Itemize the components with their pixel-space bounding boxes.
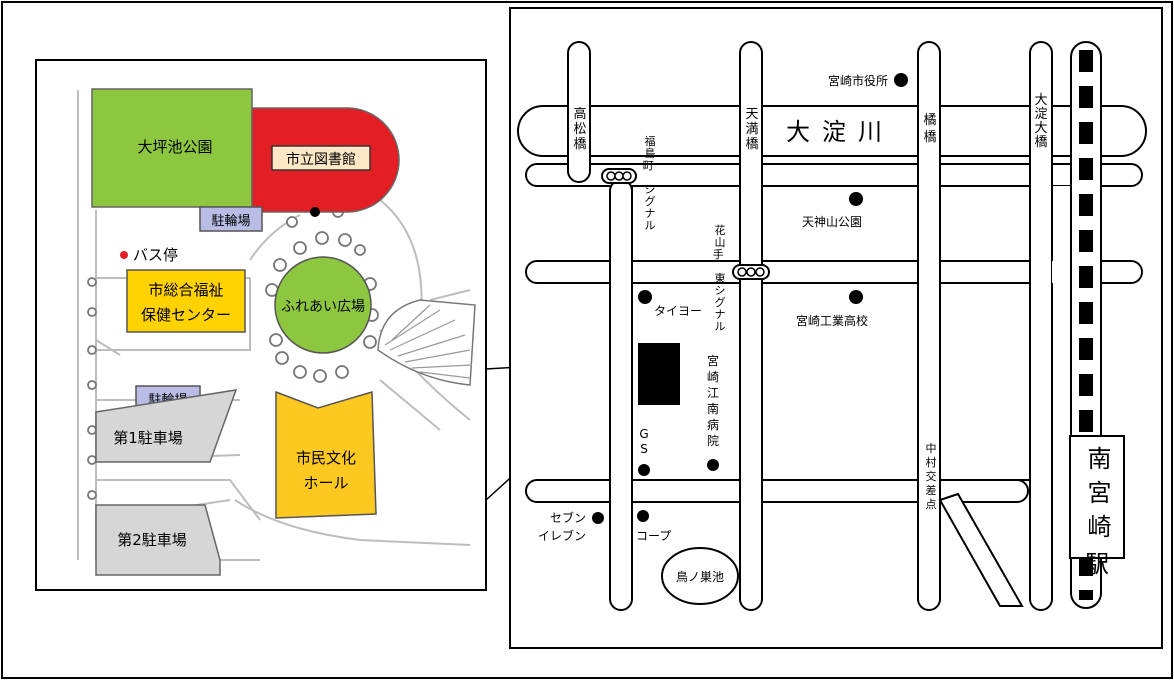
konan-hospital-label: 宮崎江南病院 xyxy=(707,353,719,448)
street-v-main xyxy=(609,179,633,611)
nakamura-intersection-label: 中村交差点 xyxy=(926,442,937,511)
signal-fukushimacho-label: 福島町 シグナル xyxy=(643,134,658,232)
seven-eleven-line2: イレブン xyxy=(538,528,586,543)
technical-high-dot xyxy=(849,290,863,304)
bicycle-parking-top xyxy=(199,206,263,232)
station-label-last: 駅 xyxy=(1085,550,1109,578)
library-sign xyxy=(271,145,371,171)
bridge-tachibana-label: 橘橋 xyxy=(923,112,936,145)
plaza-circle xyxy=(274,256,372,354)
bridge-takamatsu-label: 高松橋 xyxy=(573,106,586,152)
taiyo-label: タイヨー xyxy=(654,304,702,318)
main-map: 大淀川 xyxy=(509,7,1163,649)
park-label: 大坪池公園 xyxy=(137,138,212,156)
culture-hall-line2: ホール xyxy=(303,474,348,492)
technical-high-label: 宮崎工業高校 xyxy=(796,313,868,328)
city-hall-label: 宮崎市役所 xyxy=(828,73,888,88)
welfare-center-line2: 保健センター xyxy=(141,306,231,324)
tenjinyama-park-label: 天神山公園 xyxy=(802,215,862,229)
bicycle-parking-top-label: 駐輪場 xyxy=(211,213,250,229)
seven-eleven-line1: セブン xyxy=(550,510,586,525)
signal-hanayamate-east-label: 花山手 東シグナル xyxy=(713,224,728,333)
city-hall-dot xyxy=(894,73,908,87)
torinosu-pond-label: 鳥ノ巣池 xyxy=(676,569,724,584)
inset-map: 大坪池公園 市立図書館 駐輪場 バス停 市総合福祉 保健センター ふれあい広場 … xyxy=(35,59,487,591)
bus-stop-marker xyxy=(120,251,128,259)
welfare-center-line1: 市総合福祉 xyxy=(148,281,223,299)
station-box xyxy=(1069,435,1125,559)
bridge-tenman-label: 天満橋 xyxy=(745,107,758,152)
tenjinyama-park-dot xyxy=(849,192,863,206)
parking-1-label: 第1駐車場 xyxy=(113,429,183,447)
park-block xyxy=(91,88,253,208)
torinosu-pond xyxy=(661,547,739,605)
coop-dot xyxy=(637,510,649,522)
culture-hall-block xyxy=(275,390,377,519)
taiyo-dot xyxy=(638,290,652,304)
river-band xyxy=(517,105,1147,157)
fan-pattern xyxy=(377,299,476,386)
entrance-dot xyxy=(310,207,320,217)
welfare-center-block xyxy=(126,269,246,333)
parking-2-block xyxy=(95,504,221,576)
river-label: 大淀川 xyxy=(786,118,894,146)
parking-2-label: 第2駐車場 xyxy=(117,531,187,549)
konan-hospital-dot xyxy=(707,459,719,471)
library-label: 市立図書館 xyxy=(286,151,356,168)
culture-hall-line1: 市民文化 xyxy=(296,449,356,467)
bridge-labels: 高松橋 天満橋 橘橋 大淀大橋 xyxy=(573,93,1047,152)
parking-1-block xyxy=(95,389,238,463)
konan-hospital-building xyxy=(638,343,680,405)
plaza-label: ふれあい広場 xyxy=(281,299,365,315)
seven-eleven-dot xyxy=(592,512,604,524)
street-v-takamatsu xyxy=(567,41,591,183)
gs-dot xyxy=(638,464,650,476)
station-label: 南宮崎 xyxy=(1083,446,1111,538)
bus-stop-label: バス停 xyxy=(133,246,178,264)
bridge-oyodo-label: 大淀大橋 xyxy=(1034,93,1047,150)
coop-label: コープ xyxy=(636,529,671,543)
street-diagonal xyxy=(938,492,1024,607)
